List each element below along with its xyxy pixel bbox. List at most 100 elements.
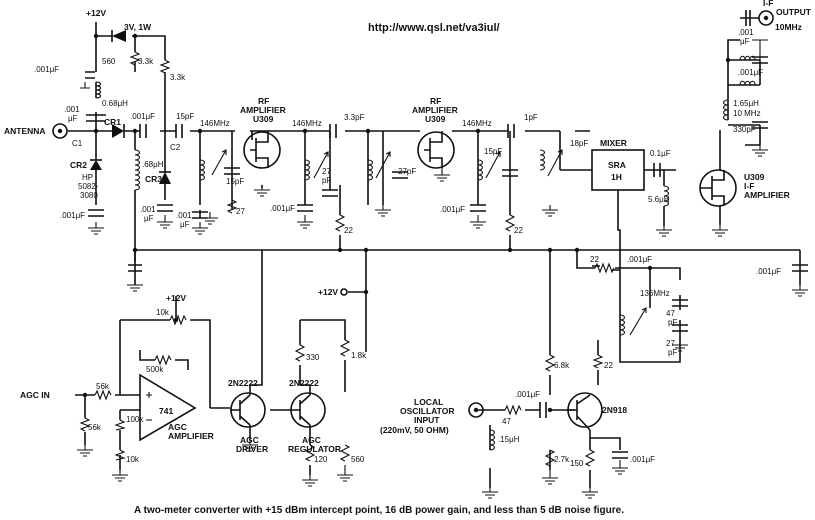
c1p-label: 1pF <box>524 113 538 122</box>
inductors <box>95 55 756 451</box>
c001l-label: .001μF <box>627 255 652 264</box>
c27a-label: 27 <box>322 167 331 176</box>
r22b-label: 22 <box>514 226 523 235</box>
c001h-label: .001μF <box>440 205 465 214</box>
diode-part-1: HP <box>82 173 93 182</box>
antenna-label: ANTENNA <box>4 126 46 136</box>
l68-label: .68μH <box>142 160 164 169</box>
c001i-label: .001 <box>738 28 754 37</box>
r10ka-label: 10k <box>156 308 170 317</box>
c001e-label: .001 <box>176 211 192 220</box>
r330-label: 330 <box>306 353 320 362</box>
l15-label: .15μH <box>498 435 520 444</box>
c47-label: 47 <box>666 309 675 318</box>
if-output-label-1: I-F <box>763 0 773 8</box>
antenna-connector <box>52 123 68 139</box>
figure-caption: A two-meter converter with +15 dBm inter… <box>134 505 624 516</box>
fet-transistors <box>243 131 737 207</box>
r56kb-label: 56k <box>88 423 102 432</box>
c15a-label: 15pF <box>176 112 194 121</box>
if-output-label-2: OUTPUT <box>776 7 812 17</box>
r10kb-label: 10k <box>126 455 140 464</box>
r47-label: 47 <box>502 417 511 426</box>
c001d-label: .001 <box>140 205 156 214</box>
trimmer-arrows <box>211 149 647 336</box>
r3k3b-label: 3.3k <box>170 73 186 82</box>
r22c-label: 22 <box>590 255 599 264</box>
if-output-label-3: 10MHz <box>775 22 802 32</box>
if-amp-label-1: U309 <box>744 172 765 182</box>
l068-label: 0.68μH <box>102 99 128 108</box>
f146c-label: 146MHz <box>462 119 492 128</box>
lo-input-label-3: INPUT <box>414 415 440 425</box>
c001c-label: .001μF <box>130 112 155 121</box>
r22a-label: 22 <box>344 226 353 235</box>
rf-amp-1-label-3: U309 <box>253 114 274 124</box>
r150-label: 150 <box>570 459 584 468</box>
c18-label: 18pF <box>570 139 588 148</box>
agc-in-label: AGC IN <box>20 390 50 400</box>
c1-label: C1 <box>72 139 83 148</box>
supply-top-label: +12V <box>86 8 106 18</box>
c001n-label: .001μF <box>630 455 655 464</box>
f146b-label: 146MHz <box>292 119 322 128</box>
c001d2-label: μF <box>144 214 154 223</box>
r560b-label: 560 <box>351 455 365 464</box>
c001m-label: .001μF <box>515 390 540 399</box>
c2-label: C2 <box>170 143 181 152</box>
c001g-label: .001μF <box>270 204 295 213</box>
cr3-label: CR3 <box>145 174 162 184</box>
agc-regulator-label-1: AGC <box>302 435 321 445</box>
r27a-label: 27 <box>236 207 245 216</box>
f136-label: 136MHz <box>640 289 670 298</box>
lo-input-label-1: LOCAL <box>414 397 443 407</box>
resistors <box>79 51 615 467</box>
mixer-part-2: 1H <box>611 172 622 182</box>
f10-label: 10 MHz <box>733 109 761 118</box>
lo-transistor-label: 2N918 <box>602 405 627 415</box>
c001f-label: .001μF <box>60 211 85 220</box>
diode-part-3: 3080 <box>80 191 98 200</box>
if-amp-label-3: AMPLIFIER <box>744 190 790 200</box>
lo-input-label-2: OSCILLATOR <box>400 406 454 416</box>
c01-label: 0.1μF <box>650 149 671 158</box>
rf-amp-2-label-1: RF <box>430 96 441 106</box>
zener-label: 3V, 1W <box>124 22 152 32</box>
agc-regulator-label-2: REGULATOR <box>288 444 341 454</box>
c27c-label: 27 <box>666 339 675 348</box>
mixer-box <box>591 149 645 191</box>
supply-agc-label: +12V <box>166 293 186 303</box>
c001j-label: .001μF <box>738 68 763 77</box>
diode-part-2: 5082- <box>78 182 99 191</box>
wires <box>68 28 801 488</box>
source-url: http://www.qsl.net/va3iul/ <box>368 22 500 34</box>
c001b2-label: μF <box>68 114 78 123</box>
c001e2-label: μF <box>180 220 190 229</box>
agc-amplifier-label-1: AGC <box>168 422 187 432</box>
cr1-label: CR1 <box>104 117 121 127</box>
r6k8-label: 6.8k <box>554 361 570 370</box>
if-amp-label-2: I-F <box>744 181 754 191</box>
r22d-label: 22 <box>604 361 613 370</box>
cr2-label: CR2 <box>70 160 87 170</box>
if-output-connector <box>740 10 774 26</box>
c001k-label: .001μF <box>756 267 781 276</box>
c27c2-label: pF <box>668 348 677 357</box>
c15c-label: 15pF <box>484 147 502 156</box>
r2k7-label: 2.7k <box>554 455 570 464</box>
l56-label: 5.6μH <box>648 195 670 204</box>
c47b-label: pF <box>668 318 677 327</box>
c15b-label: 15pF <box>226 177 244 186</box>
r560-label: 560 <box>102 57 116 66</box>
agc-regulator-part: 2N2222 <box>289 378 319 388</box>
r56ka-label: 56k <box>96 382 110 391</box>
mixer-part-1: SRA <box>608 160 626 170</box>
rf-amp-2-label-2: AMPLIFIER <box>412 105 458 115</box>
grounds <box>77 39 808 499</box>
rf-amp-1-label-2: AMPLIFIER <box>240 105 286 115</box>
lo-input-connector <box>468 402 484 418</box>
bjt-transistors <box>230 392 603 431</box>
supply-mid-label: +12V <box>318 287 338 297</box>
agc-driver-label-2: DRIVER <box>236 444 268 454</box>
junctions <box>82 33 731 413</box>
